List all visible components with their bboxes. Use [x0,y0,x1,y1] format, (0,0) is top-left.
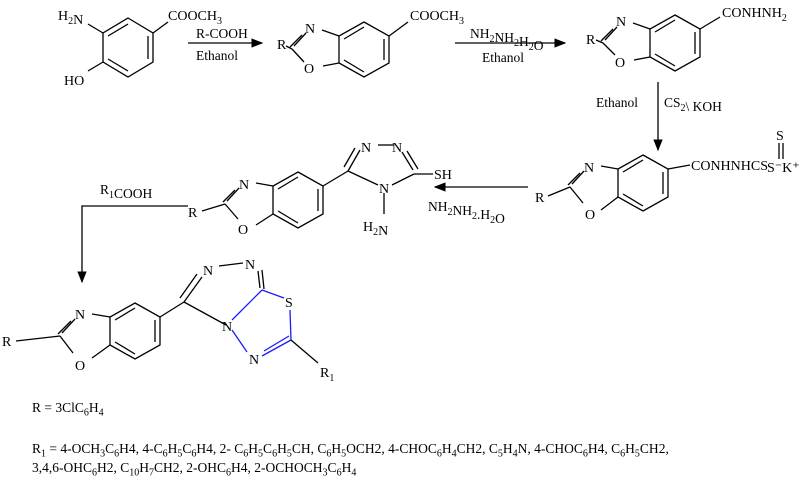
step-1-solvent: Ethanol [196,48,238,63]
c5-oxygen: O [238,223,248,238]
step-3-solvent: Ethanol [596,95,638,110]
c2-r-group: R [277,38,287,53]
step-1-reagent: R-COOH [196,26,248,41]
step-4-reagent: NH2NH2.H2O [428,199,505,226]
c6-r-group: R [2,335,12,350]
step-5-reagent: R1COOH [100,182,153,201]
c2-nitrogen: N [305,22,315,37]
c3-hydrazide-group: CONHNH2 [722,6,787,24]
c6-thiadiazole-n: N [249,353,259,368]
c5-thiol-group: SH [434,168,452,183]
c4-side-chain: CONHNHCS [691,159,768,174]
c3-oxygen: O [615,56,625,71]
step-2-reagent: NH2NH2H2O [470,26,544,53]
c1-amino-group: H2N [58,9,83,28]
compound-1-aminohydroxybenzoate: H2N COOCH3 HO [58,9,222,89]
c5-triazole-n2: N [392,141,402,156]
c6-bridgehead-n: N [222,320,232,335]
c1-ester-group: COOCH3 [168,9,222,27]
compound-6-triazolothiadiazole: R N O N N N N S R1 [2,258,334,384]
c6-sulfur: S [285,296,293,311]
c4-thione-sulfur: S [776,129,784,144]
c4-nitrogen: N [584,161,594,176]
c6-triazole-n1: N [203,264,213,279]
compound-2-benzoxazole-ester: R N O COOCH3 [277,9,464,78]
r1-definition-line-1: R1 = 4-OCH3C6H4, 4-C6H5C6H4, 2- C6H5C6H5… [32,441,669,460]
c3-nitrogen: N [616,15,626,30]
step-2-solvent: Ethanol [482,50,524,65]
compound-5-aminotriazolethiol: R N O N N N SH H2N [188,141,452,239]
c2-oxygen: O [304,62,314,77]
step-3-reagent: CS2\ KOH [664,95,722,114]
step-2-arrow: NH2NH2H2O Ethanol [455,26,567,65]
c4-r-group: R [535,191,545,206]
c6-triazole-n2: N [245,258,255,273]
c5-r-group: R [188,206,198,221]
r1-definition-line-2: 3,4,6-OHC6H2, C10H7CH2, 2-OHC6H4, 2-OCHO… [32,460,357,479]
step-5-arrow: R1COOH [77,182,188,284]
c4-oxygen: O [585,208,595,223]
step-3-arrow: Ethanol CS2\ KOH [596,82,722,152]
c5-triazole-n1: N [361,141,371,156]
compound-4-dithiocarbazate-salt: R N O CONHNHCS S S⁻K⁺ [535,129,800,223]
compound-3-benzoxazole-hydrazide: R N O CONHNH2 [586,6,787,72]
c5-nitrogen: N [239,178,249,193]
step-1-arrow: R-COOH Ethanol [188,26,264,63]
c5-triazole-n4: N [379,182,389,197]
c5-amino-group: H2N [363,220,388,239]
c1-hydroxy-group: HO [64,74,84,89]
c6-r1-group: R1 [320,366,334,384]
c6-nitrogen: N [75,308,85,323]
c3-r-group: R [586,33,596,48]
c6-oxygen: O [75,359,85,374]
r-definition: R = 3ClC6H4 [32,400,104,419]
step-4-arrow: NH2NH2.H2O [428,182,528,226]
c4-thiolate-ion: S⁻K⁺ [767,161,800,176]
c2-ester-group: COOCH3 [410,9,464,27]
